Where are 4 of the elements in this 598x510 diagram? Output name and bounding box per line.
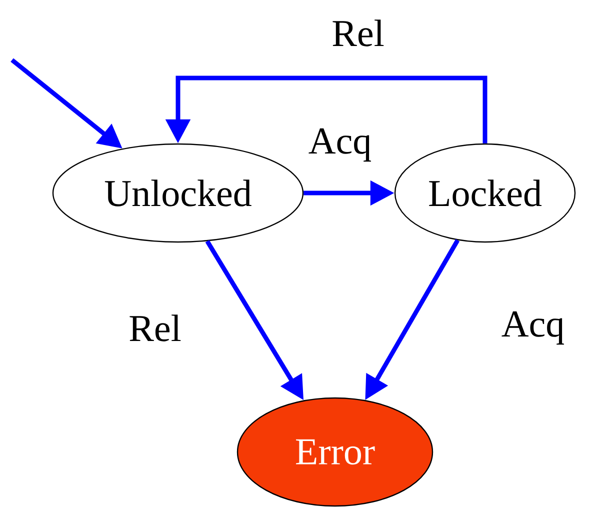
edge-label: Rel	[330, 18, 386, 48]
edge-label: Acq	[307, 127, 373, 163]
edge-label: Acq	[500, 310, 566, 346]
edge-label: Rel	[128, 314, 182, 342]
